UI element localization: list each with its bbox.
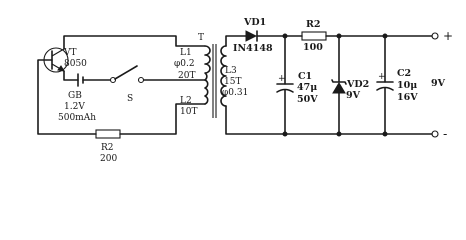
zener-vd2: [331, 35, 347, 135]
c2-polarity-icon: +: [378, 72, 386, 82]
output-voltage-label: 9V: [431, 78, 446, 89]
c2-value-label: 10μ: [397, 80, 417, 91]
wire-collector-top: [63, 35, 206, 50]
transistor-ref-label: VT: [63, 48, 77, 58]
output-minus-label: -: [443, 127, 447, 141]
transformer-primary-l1: [204, 45, 211, 81]
resistor-r2-series: [301, 31, 327, 41]
battery-voltage-label: 1.2V: [64, 102, 85, 112]
switch-s: [109, 65, 145, 84]
r2-base-value-label: 200: [100, 154, 117, 164]
output-plus-label: +: [443, 29, 453, 43]
transformer-secondary-l3: [220, 45, 227, 107]
c1-voltage-label: 50V: [297, 94, 318, 105]
vd1-part-label: IN4148: [233, 43, 273, 54]
wire-bottom-rail: [225, 105, 433, 135]
transformer-primary-l2: [204, 79, 209, 105]
vd2-voltage-label: 9V: [346, 90, 361, 101]
c1-polarity-icon: +: [278, 74, 286, 84]
c2-voltage-label: 16V: [397, 92, 418, 103]
l3-turns-label: 15T: [224, 77, 241, 87]
l3-wire-label: φ0.31: [222, 88, 248, 98]
circuit-schematic: VT 8050 R2 200 GB 1.2V 500mAh S T L1 φ0.…: [37, 17, 453, 164]
battery-ref-label: GB: [68, 91, 82, 101]
transistor-vt: [43, 47, 69, 73]
l1-wire-label: φ0.2: [174, 59, 195, 69]
c1-value-label: 47μ: [297, 82, 317, 93]
battery-capacity-label: 500mAh: [58, 113, 96, 123]
output-positive-terminal: [431, 32, 439, 40]
l1-ref-label: L1: [180, 48, 192, 58]
wire-base-left: [37, 59, 97, 135]
resistor-r2-base: [95, 129, 121, 139]
capacitor-c2: +: [376, 35, 394, 135]
transistor-collector: [51, 48, 65, 57]
output-negative-terminal: [431, 130, 439, 138]
wire-emitter-battery: [63, 70, 79, 81]
l1-turns-label: 20T: [178, 71, 195, 81]
wire-secondary-top: [225, 35, 247, 47]
r2-base-ref-label: R2: [101, 143, 114, 153]
l2-turns-label: 10T: [180, 107, 197, 117]
capacitor-c1: +: [276, 35, 294, 135]
switch-ref-label: S: [127, 94, 133, 104]
diode-vd1: [245, 30, 258, 42]
emitter-arrow-icon: [57, 65, 65, 72]
c1-ref-label: C1: [298, 71, 312, 82]
l2-ref-label: L2: [180, 96, 192, 106]
wire-bottom-return: [119, 103, 206, 135]
transistor-part-label: 8050: [64, 59, 87, 69]
l3-ref-label: L3: [225, 66, 237, 76]
r2-series-ref-label: R2: [306, 19, 321, 30]
vd1-ref-label: VD1: [243, 17, 266, 28]
vd2-ref-label: VD2: [346, 79, 369, 90]
c2-ref-label: C2: [397, 68, 411, 79]
r2-series-value-label: 100: [303, 42, 323, 53]
transformer-core: [212, 44, 217, 118]
transformer-ref-label: T: [198, 33, 204, 43]
